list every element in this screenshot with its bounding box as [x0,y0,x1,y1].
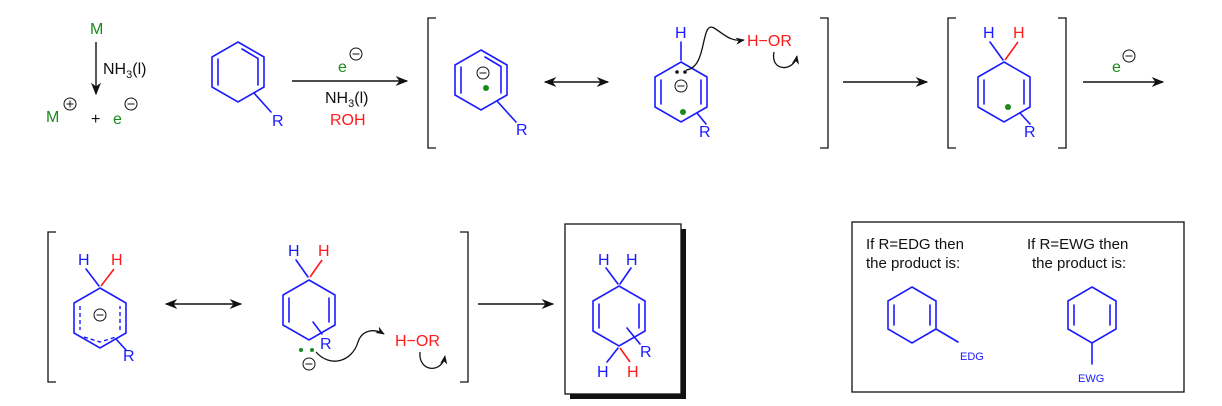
radical-dot [1005,104,1011,110]
anion-charge-icon [302,357,316,371]
lone-pair-dot [675,70,679,74]
ewg-product: EWG [1067,286,1117,385]
electron-label: e [113,111,122,128]
substituent-label: R [272,113,284,130]
electron-dot [310,348,314,352]
lone-pair-dot [683,70,687,74]
cyclohexadienyl-anion-a: H H R [73,252,135,365]
added-hydrogen-label: H [1013,25,1025,42]
electron-charge-icon [349,47,363,61]
curved-arrow [315,326,385,362]
electron-reagent: e [338,59,347,76]
edg-rule-line2: the product is: [866,255,960,272]
metal-label: M [90,21,103,38]
radical-anion-bracket: R H R H−OR [427,17,829,149]
reaction-arrow-1: e NH3(l) ROH [292,47,409,129]
electron-charge-icon [124,97,138,111]
anion-charge-icon [93,308,107,322]
anion-bracket: H H R H H R [47,231,469,383]
radical-anion-b: H R [654,25,745,141]
solvent-reagent: NH3(l) [325,90,368,110]
radical-bracket: H H R [947,17,1067,149]
hydrogen-label: H [598,252,610,269]
cyclohexadienyl-anion-b: H H R [282,243,385,371]
metal-dissociation: M NH3(l) M + e [46,21,146,128]
ewg-rule-line2: the product is: [1032,255,1126,272]
ewg-label: EWG [1078,373,1104,385]
edg-product: EDG [887,286,984,363]
added-hydrogen-label: H [318,243,330,260]
substituent-label: R [516,122,528,139]
electron-charge-icon [1122,49,1136,63]
hydrogen-label: H [983,25,995,42]
substituent-label: R [1024,124,1036,141]
electron-dot [299,348,303,352]
radical-anion-a: R [454,49,528,139]
proton-donor-label: H−OR [747,33,792,50]
anion-charge-icon [674,79,688,93]
curved-arrow [419,351,448,369]
proton-donor-label: H−OR [395,333,440,350]
substituent-label: R [320,336,332,353]
electron-reagent: e [1112,59,1121,76]
hydrogen-label: H [626,252,638,269]
edg-rule-line1: If R=EDG then [866,236,964,253]
plus-sign: + [91,111,100,128]
starting-arene: R [211,41,284,130]
curved-arrow [773,51,800,69]
solvent-label: NH3(l) [103,61,146,81]
substituent-label: R [640,344,652,361]
substituent-label: R [699,124,711,141]
hydrogen-label: H [288,243,300,260]
ewg-rule-line1: If R=EWG then [1027,236,1128,253]
edg-label: EDG [960,351,984,363]
radical-dot [483,85,489,91]
reaction-arrow-3: e [1083,49,1165,88]
product-box: H H R H H [564,223,686,399]
added-hydrogen-label: H [111,252,123,269]
substituent-label: R [123,348,135,365]
curved-arrow [685,26,745,71]
hydrogen-label: H [675,25,687,42]
cation-charge-icon [63,97,77,111]
radical-dot [680,109,686,115]
substituent-rule-box: If R=EDG then the product is: If R=EWG t… [851,221,1185,393]
added-hydrogen-label: H [627,364,639,381]
hydrogen-label: H [78,252,90,269]
metal-cation-label: M [46,109,59,126]
hydrogen-label: H [597,364,609,381]
proton-source-reagent: ROH [330,112,366,129]
anion-charge-icon [476,66,490,80]
